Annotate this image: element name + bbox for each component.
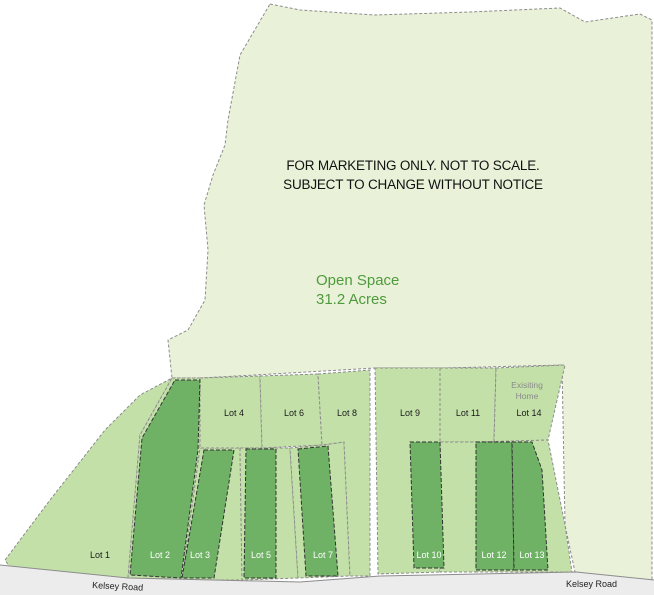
open-space-name: Open Space	[316, 272, 399, 289]
lot-8-label: Lot 8	[337, 408, 357, 418]
lot-6-parcel	[259, 373, 323, 449]
notice-line-2: SUBJECT TO CHANGE WITHOUT NOTICE	[283, 177, 543, 192]
lot-5-label: Lot 5	[251, 550, 271, 560]
road-label-right: Kelsey Road	[566, 579, 617, 589]
existing-home-line-2: Home	[516, 391, 539, 401]
lot-2-envelope	[129, 379, 201, 579]
lot-3-label: Lot 3	[190, 550, 210, 560]
lot-2-label: Lot 2	[150, 550, 170, 560]
lot-13-label: Lot 13	[519, 550, 544, 560]
lot-10-parcel	[439, 441, 477, 573]
lot-5-envelope	[243, 448, 277, 579]
lot-11-label: Lot 11	[456, 408, 480, 418]
lot-1-parcel	[4, 376, 174, 579]
road-label-left: Kelsey Road	[92, 580, 143, 593]
lot-4-label: Lot 4	[224, 408, 244, 418]
lot-1-label: Lot 1	[90, 550, 110, 560]
open-space-area: 31.2 Acres	[316, 291, 387, 308]
lot-10-envelope	[409, 441, 445, 569]
lot-6-label: Lot 6	[284, 408, 304, 418]
notice-line-1: FOR MARKETING ONLY. NOT TO SCALE.	[286, 158, 539, 173]
lot-12-label: Lot 12	[481, 550, 506, 560]
lot-13-envelope	[511, 441, 549, 571]
existing-home-line-1: Exisiting	[511, 380, 543, 390]
lot-7-envelope	[297, 445, 339, 577]
road-edge-line	[0, 564, 654, 583]
lot-14-parcel	[493, 364, 566, 443]
lot-8-parcel	[317, 369, 371, 577]
lot-7-label: Lot 7	[313, 550, 333, 560]
lot-3-envelope	[181, 449, 235, 579]
lot-11-parcel	[439, 367, 497, 443]
lot-9-label: Lot 9	[400, 408, 420, 418]
lot-10-label: Lot 10	[416, 550, 441, 560]
lot-14-label: Lot 14	[516, 408, 541, 418]
